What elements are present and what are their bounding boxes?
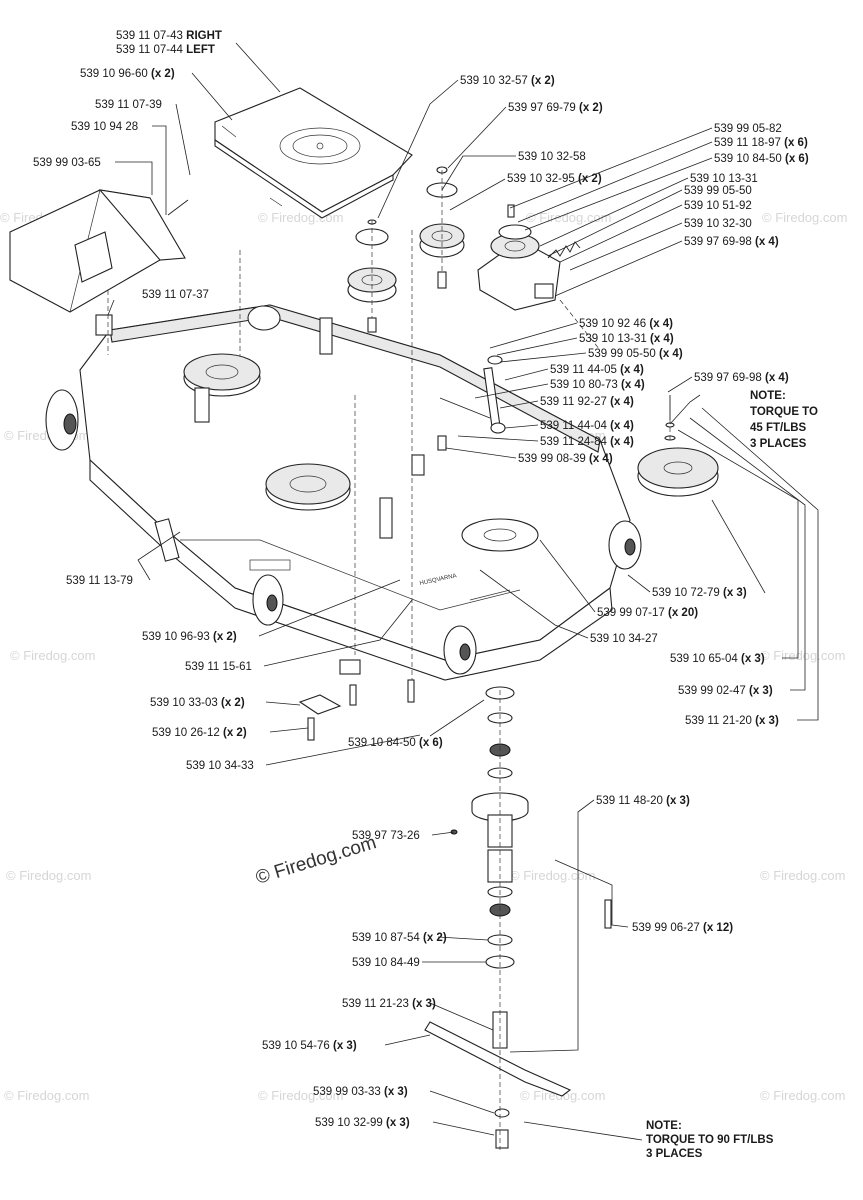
callout-539-99-07-17: 539 99 07-17 (x 20) xyxy=(597,607,698,619)
callout-539-97-69-79: 539 97 69-79 (x 2) xyxy=(508,102,603,114)
callout-539-10-32-58: 539 10 32-58 xyxy=(518,151,586,163)
callout-539-11-21-20: 539 11 21-20 (x 3) xyxy=(685,715,779,727)
watermark-text: © Firedog.com xyxy=(762,210,847,225)
watermark-text: © Firedog.com xyxy=(6,868,91,883)
callout-539-10-96-93: 539 10 96-93 (x 2) xyxy=(142,631,237,643)
callout-539-97-69-98-x4: 539 97 69-98 (x 4) xyxy=(694,372,789,384)
callout-539-10-13-31-x4: 539 10 13-31 (x 4) xyxy=(579,333,674,345)
center-lines xyxy=(107,170,671,1150)
callout-539-10-54-76: 539 10 54-76 (x 3) xyxy=(262,1040,357,1052)
watermark-text: © Firedog.com xyxy=(760,868,845,883)
callout-539-10-94-28: 539 10 94 28 xyxy=(71,121,138,133)
note-torque-45: NOTE: TORQUE TO 45 FT/LBS 3 PLACES xyxy=(750,390,821,450)
callout-539-99-02-47: 539 99 02-47 (x 3) xyxy=(678,685,773,697)
callout-539-11-18-97: 539 11 18-97 (x 6) xyxy=(714,137,808,149)
note-torque-90: NOTE: TORQUE TO 90 FT/LBS 3 PLACES xyxy=(646,1120,777,1160)
anti-scalp-wheel-part xyxy=(45,305,642,675)
callout-539-10-84-49: 539 10 84-49 xyxy=(352,957,420,969)
belt-cover-part xyxy=(214,87,413,219)
drawing: HUSQVARNA xyxy=(9,87,719,1150)
callout-539-11-07-39: 539 11 07-39 xyxy=(95,99,162,111)
callout-539-10-80-73: 539 10 80-73 (x 4) xyxy=(550,379,645,391)
part-callouts: 539 11 07-43 RIGHT 539 11 07-44 LEFT 539… xyxy=(33,30,821,1160)
callout-539-11-13-79: 539 11 13-79 xyxy=(66,575,133,587)
spindle-pulley-part xyxy=(637,395,719,497)
callout-539-10-51-92: 539 10 51-92 xyxy=(684,200,752,212)
leader-lines xyxy=(107,42,819,1141)
callout-539-11-44-05: 539 11 44-05 (x 4) xyxy=(550,364,644,376)
callout-539-99-05-50-x4: 539 99 05-50 (x 4) xyxy=(588,348,683,360)
callout-539-10-32-57: 539 10 32-57 (x 2) xyxy=(460,75,555,87)
callout-539-11-92-27: 539 11 92-27 (x 4) xyxy=(540,396,634,408)
callout-539-10-26-12: 539 10 26-12 (x 2) xyxy=(152,727,247,739)
watermark-text: © Firedog.com xyxy=(526,210,611,225)
idler-arm-part xyxy=(477,204,581,311)
callout-539-11-21-23: 539 11 21-23 (x 3) xyxy=(342,998,436,1010)
watermark-text: © Firedog.com xyxy=(10,648,95,663)
callout-539-11-48-20: 539 11 48-20 (x 3) xyxy=(596,795,690,807)
callout-539-99-03-33: 539 99 03-33 (x 3) xyxy=(313,1086,408,1098)
callout-539-10-84-50-x6: 539 10 84-50 (x 6) xyxy=(348,737,443,749)
callout-539-10-32-30: 539 10 32-30 xyxy=(684,218,752,230)
callout-539-11-44-04: 539 11 44-04 (x 4) xyxy=(540,420,634,432)
watermark-text: © Firedog.com xyxy=(760,648,845,663)
callout-539-10-96-60: 539 10 96-60 (x 2) xyxy=(80,68,175,80)
callout-539-99-05-82: 539 99 05-82 xyxy=(714,123,782,135)
callout-539-11-15-61: 539 11 15-61 xyxy=(185,661,252,673)
callout-539-10-65-04: 539 10 65-04 (x 3) xyxy=(670,653,765,665)
watermark-text: © Firedog.com xyxy=(760,1088,845,1103)
watermark-text: © Firedog.com xyxy=(4,1088,89,1103)
callout-539-10-33-03: 539 10 33-03 (x 2) xyxy=(150,697,245,709)
callout-539-99-05-50: 539 99 05-50 xyxy=(684,185,752,197)
callout-539-11-07-43: 539 11 07-43 RIGHT xyxy=(116,30,222,42)
callout-539-10-32-99: 539 10 32-99 (x 3) xyxy=(315,1117,410,1129)
callout-539-97-73-26: 539 97 73-26 xyxy=(352,830,420,842)
callout-539-10-92-46: 539 10 92 46 (x 4) xyxy=(579,318,673,330)
deck-pulley-part xyxy=(183,353,539,552)
watermark-text: © Firedog.com xyxy=(510,868,595,883)
callout-539-99-03-65: 539 99 03-65 xyxy=(33,157,101,169)
callout-539-10-13-31: 539 10 13-31 xyxy=(690,173,758,185)
callout-539-10-72-79: 539 10 72-79 (x 3) xyxy=(652,587,747,599)
callout-539-99-08-39: 539 99 08-39 (x 4) xyxy=(518,453,613,465)
callout-539-97-69-98: 539 97 69-98 (x 4) xyxy=(684,236,779,248)
discharge-chute-part xyxy=(9,189,189,313)
callout-539-10-84-50: 539 10 84-50 (x 6) xyxy=(714,153,809,165)
lift-link-part xyxy=(411,355,506,476)
bolt-part xyxy=(298,659,458,835)
watermark-text: © Firedog.com xyxy=(258,1088,343,1103)
callout-539-11-07-44: 539 11 07-44 LEFT xyxy=(116,44,215,56)
callout-539-10-32-95: 539 10 32-95 (x 2) xyxy=(507,173,602,185)
spindle-assembly-part xyxy=(424,686,612,1149)
callout-539-11-07-37: 539 11 07-37 xyxy=(142,289,209,301)
callout-539-11-24-84: 539 11 24-84 (x 4) xyxy=(540,436,634,448)
callout-539-10-34-27: 539 10 34-27 xyxy=(590,633,658,645)
callout-539-10-34-33: 539 10 34-33 xyxy=(186,760,254,772)
callout-539-99-06-27: 539 99 06-27 (x 12) xyxy=(632,922,733,934)
bracket-part xyxy=(95,314,393,562)
callout-539-10-87-54: 539 10 87-54 (x 2) xyxy=(352,932,447,944)
